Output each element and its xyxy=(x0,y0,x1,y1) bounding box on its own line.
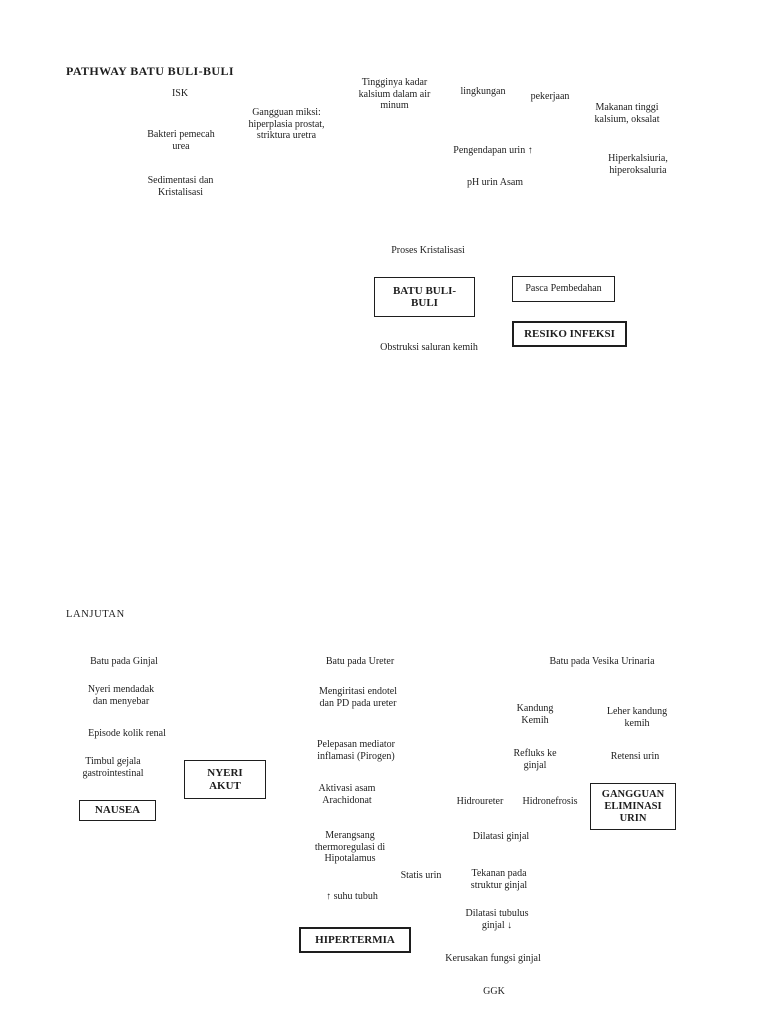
node-suhu-tubuh: ↑ suhu tubuh xyxy=(326,891,378,902)
node-obstruksi-saluran-kemih: Obstruksi saluran kemih xyxy=(380,342,478,353)
node-aktivasi-asam: Aktivasi asam Arachidonat xyxy=(318,783,376,806)
node-pelepasan-mediator: Pelepasan mediator inflamasi (Pirogen) xyxy=(316,739,396,762)
node-dilatasi-tubulus: Dilatasi tubulus ginjal ↓ xyxy=(465,908,529,931)
node-pengendapan-urin: Pengendapan urin ↑ xyxy=(453,145,533,156)
node-ph-urin-asam: pH urin Asam xyxy=(466,177,524,188)
node-merangsang-thermoregulasi: Merangsang thermoregulasi di Hipotalamus xyxy=(314,830,386,864)
node-gangguan-miksi: Gangguan miksi: hiperplasia prostat, str… xyxy=(248,107,325,141)
node-isk: ISK xyxy=(171,88,189,99)
node-mengiritasi-endotel: Mengiritasi endotel dan PD pada ureter xyxy=(318,686,398,709)
diagnosis-box-resiko-infeksi: RESIKO INFEKSI xyxy=(512,321,627,347)
node-bakteri-pemecah-urea: Bakteri pemecah urea xyxy=(147,129,215,152)
node-kandung-kemih: Kandung Kemih xyxy=(516,703,554,726)
node-kerusakan-fungsi-ginjal: Kerusakan fungsi ginjal xyxy=(445,953,541,964)
node-refluks-ke-ginjal: Refluks ke ginjal xyxy=(513,748,557,771)
node-makanan-tinggi: Makanan tinggi kalsium, oksalat xyxy=(594,102,660,125)
node-hidroureter: Hidroureter xyxy=(456,796,504,807)
node-lingkungan: lingkungan xyxy=(460,86,506,97)
node-proses-kristalisasi: Proses Kristalisasi xyxy=(391,245,465,256)
node-hidronefrosis: Hidronefrosis xyxy=(522,796,578,807)
page-title: PATHWAY BATU BULI-BULI xyxy=(66,64,234,78)
diagnosis-box-nausea: NAUSEA xyxy=(79,800,156,821)
node-episode-kolik-renal: Episode kolik renal xyxy=(88,728,166,739)
node-batu-pada-vesika: Batu pada Vesika Urinaria xyxy=(549,656,655,667)
node-pekerjaan: pekerjaan xyxy=(530,91,570,102)
node-timbul-gejala: Timbul gejala gastrointestinal xyxy=(82,756,144,779)
node-hiperkalsiuria: Hiperkalsiuria, hiperoksaluria xyxy=(608,153,668,176)
node-retensi-urin: Retensi urin xyxy=(610,751,660,762)
node-sedimentasi-kristalisasi: Sedimentasi dan Kristalisasi xyxy=(147,175,214,198)
diagnosis-box-nyeri-akut: NYERI AKUT xyxy=(184,760,266,799)
node-nyeri-mendadak: Nyeri mendadak dan menyebar xyxy=(87,684,155,707)
section-label-lanjutan: LANJUTAN xyxy=(66,609,125,620)
box-pasca-pembedahan: Pasca Pembedahan xyxy=(512,276,615,302)
diagnosis-box-gangguan-eliminasi-urin: GANGGUAN ELIMINASI URIN xyxy=(590,783,676,830)
node-ggk: GGK xyxy=(483,986,505,997)
diagnosis-box-hipertermia: HIPERTERMIA xyxy=(299,927,411,953)
node-batu-pada-ginjal: Batu pada Ginjal xyxy=(90,656,158,667)
node-tingginya-kadar-kalsium: Tingginya kadar kalsium dalam air minum xyxy=(358,77,431,111)
node-leher-kandung-kemih: Leher kandung kemih xyxy=(606,706,668,729)
node-batu-pada-ureter: Batu pada Ureter xyxy=(325,656,395,667)
node-dilatasi-ginjal: Dilatasi ginjal xyxy=(472,831,530,842)
node-statis-urin: Statis urin xyxy=(400,870,442,881)
node-tekanan-struktur-ginjal: Tekanan pada struktur ginjal xyxy=(470,868,528,891)
diagnosis-box-batu-buli: BATU BULI-BULI xyxy=(374,277,475,317)
